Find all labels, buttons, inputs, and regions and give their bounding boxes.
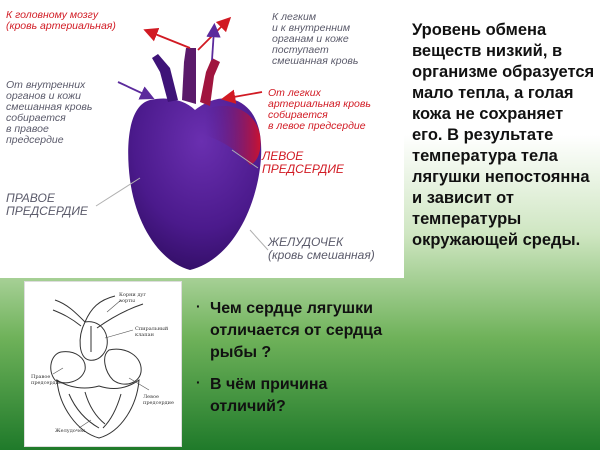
arrow-lungs-skin-2 <box>206 22 221 61</box>
vessel-left <box>152 54 178 102</box>
label-ventricle: ЖЕЛУДОЧЕК (кровь смешанная) <box>268 235 375 262</box>
arrow-from-organs <box>117 81 155 100</box>
label-left-atrium: ЛЕВОЕ ПРЕДСЕРДИЕ <box>262 149 344 176</box>
question-text: Чем сердце лягушки отличается от сердца … <box>210 300 383 361</box>
sketch-label-left-atrium: Левое предсердие <box>143 394 174 406</box>
vessel-right <box>200 58 220 106</box>
question-text: В чём причина отличий? <box>210 376 328 415</box>
sketch-label-ventricle: Желудочек <box>55 428 86 434</box>
heart-diagram-panel: К головному мозгу (кровь артериальная) К… <box>0 0 404 278</box>
arrow-to-brain <box>143 27 191 49</box>
label-lungs-skin: К легким и к внутренним органам и коже п… <box>272 11 359 67</box>
label-from-lungs: От легких артериальная кровь собирается … <box>268 87 371 132</box>
frog-heart-sketch: Корни дуг аорты Спиральный клапан Правое… <box>24 281 182 447</box>
arrow-to-lungs <box>197 16 232 51</box>
questions-list: · Чем сердце лягушки отличается от сердц… <box>196 298 406 428</box>
question-item: · Чем сердце лягушки отличается от сердц… <box>196 298 406 364</box>
label-right-atrium: ПРАВОЕ ПРЕДСЕРДИЕ <box>6 191 88 218</box>
label-internal-organs: От внутренних органов и кожи смешанная к… <box>6 79 93 146</box>
label-to-brain: К головному мозгу (кровь артериальная) <box>6 9 116 32</box>
question-item: · В чём причина отличий? <box>196 374 406 418</box>
sketch-label-right-atrium: Правое предсердие <box>31 374 62 386</box>
question-bullet: · <box>196 298 201 314</box>
metabolism-info-text: Уровень обмена веществ низкий, в организ… <box>412 21 595 249</box>
left-atrium-red <box>205 105 261 165</box>
arrow-from-lungs <box>220 89 263 104</box>
question-bullet: · <box>196 374 201 390</box>
sketch-label-artery: Корни дуг аорты <box>119 292 146 304</box>
frog-heart-sketch-drawing <box>50 295 150 439</box>
vessel-center <box>182 48 196 104</box>
sketch-label-valve: Спиральный клапан <box>135 326 169 338</box>
heart-diagram <box>95 16 269 271</box>
